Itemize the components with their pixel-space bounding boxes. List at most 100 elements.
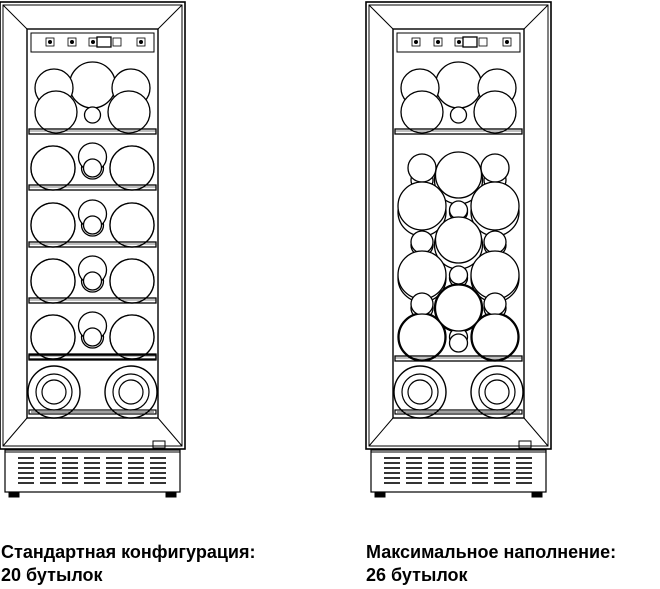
caption-standard-title: Стандартная конфигурация: [1, 542, 256, 562]
shelf-1 [394, 128, 523, 135]
door-hinge [518, 440, 532, 449]
bottle-top-center [434, 61, 483, 109]
foot-left [8, 491, 20, 498]
bottom-shelf [394, 409, 523, 415]
stack-right-2 [470, 181, 520, 231]
bottle-right [107, 90, 151, 134]
caption-maximum-title: Максимальное наполнение: [366, 542, 617, 562]
temp-down-button-icon-dot [457, 40, 461, 44]
cabinet-outline [0, 1, 186, 450]
bottle-left [400, 90, 444, 134]
frame-bevel-bottom-left [2, 417, 28, 447]
bottom-bottle-right-punt [484, 379, 510, 405]
lock-button-icon [136, 37, 146, 47]
frame-bevel-top-right [523, 4, 549, 30]
temp-down-button-icon-dot [91, 40, 95, 44]
bottle-rack-2-center-neck [82, 158, 103, 178]
temperature-display [462, 36, 478, 48]
frame-bevel-top-left [368, 4, 394, 30]
light-button-icon-dot [70, 40, 74, 44]
bottle-left [34, 90, 78, 134]
shelf-4 [28, 297, 157, 304]
power-button-icon-dot [48, 40, 52, 44]
bottle-rack-3-center-neck [82, 215, 103, 235]
bottle-rack-3-right-front [109, 202, 155, 248]
lock-button-icon-dot [139, 40, 143, 44]
foot-right [531, 491, 543, 498]
wine-cooler-standard-configuration [0, 1, 186, 498]
cabinet-outline [365, 1, 552, 450]
door-frame [368, 4, 549, 447]
bottle-top-center [68, 61, 117, 109]
stack-left-3 [410, 230, 434, 254]
frame-bevel-top-right [157, 4, 183, 30]
control-panel [30, 32, 155, 53]
stack-center-small-6 [448, 333, 469, 353]
stack-center-small-2 [448, 200, 469, 220]
stack-right-6 [471, 313, 519, 361]
light-button-icon [433, 37, 443, 47]
lock-button-icon-dot [505, 40, 509, 44]
wine-cooler-diagrams [0, 1, 552, 498]
caption-maximum: Максимальное наполнение: 26 бутылок [366, 541, 616, 587]
stack-top-left [407, 153, 437, 183]
glass-window [26, 28, 159, 419]
bottle-rack-4-left-front [30, 258, 76, 304]
bottom-bottle-left-punt [41, 379, 67, 405]
caption-standard: Стандартная конфигурация: 20 бутылок [1, 541, 255, 587]
foot-left [374, 491, 386, 498]
caption-standard-capacity: 20 бутылок [1, 565, 103, 585]
bottle-rack-2-left-front [30, 145, 76, 191]
control-panel [396, 32, 521, 53]
stack-left-6 [398, 313, 446, 361]
frame-bevel-top-left [2, 4, 28, 30]
temp-up-button-icon [112, 37, 122, 47]
temperature-display [96, 36, 112, 48]
stack-center-small-4 [448, 265, 469, 285]
stack-left-2 [397, 181, 447, 231]
stack-left-4 [397, 250, 447, 300]
vent-grille-panel [370, 449, 547, 493]
glass-window [392, 28, 525, 419]
stack-top-right [480, 153, 510, 183]
shelf-2 [394, 355, 523, 362]
frame-bevel-bottom-left [368, 417, 394, 447]
wine-cooler-maximum-configuration [365, 1, 552, 498]
shelf-6 [28, 354, 157, 361]
stack-center-3 [434, 216, 483, 264]
bottom-bottle-left-punt [407, 379, 433, 405]
stack-right-5 [483, 292, 507, 316]
stack-right-3 [483, 230, 507, 254]
lock-button-icon [502, 37, 512, 47]
temp-up-button-icon [478, 37, 488, 47]
bottle-rack-2-right-front [109, 145, 155, 191]
bottle-rack-5-right-front [109, 314, 155, 360]
bottle-rack-5-center-neck [82, 327, 103, 347]
light-button-icon [67, 37, 77, 47]
foot-right [165, 491, 177, 498]
door-frame [2, 4, 183, 447]
power-button-icon [411, 37, 421, 47]
bottle-rack-3-left-front [30, 202, 76, 248]
shelf-1 [28, 128, 157, 135]
shelf-2 [28, 184, 157, 191]
door-hinge [152, 440, 166, 449]
caption-maximum-capacity: 26 бутылок [366, 565, 468, 585]
power-button-icon [45, 37, 55, 47]
stack-center-5 [434, 284, 483, 332]
vent-grille-panel [4, 449, 181, 493]
shelf-3 [28, 241, 157, 248]
frame-bevel-bottom-right [157, 417, 183, 447]
bottle-neck-small [83, 106, 102, 124]
stack-left-5 [410, 292, 434, 316]
light-button-icon-dot [436, 40, 440, 44]
bottle-rack-5-left-front [30, 314, 76, 360]
bottle-neck-small [449, 106, 468, 124]
stack-right-4 [470, 250, 520, 300]
stack-top-center [434, 151, 483, 199]
bottle-rack-4-center-neck [82, 271, 103, 291]
frame-bevel-bottom-right [523, 417, 549, 447]
bottle-right [473, 90, 517, 134]
bottom-shelf [28, 409, 157, 415]
bottom-bottle-right-punt [118, 379, 144, 405]
